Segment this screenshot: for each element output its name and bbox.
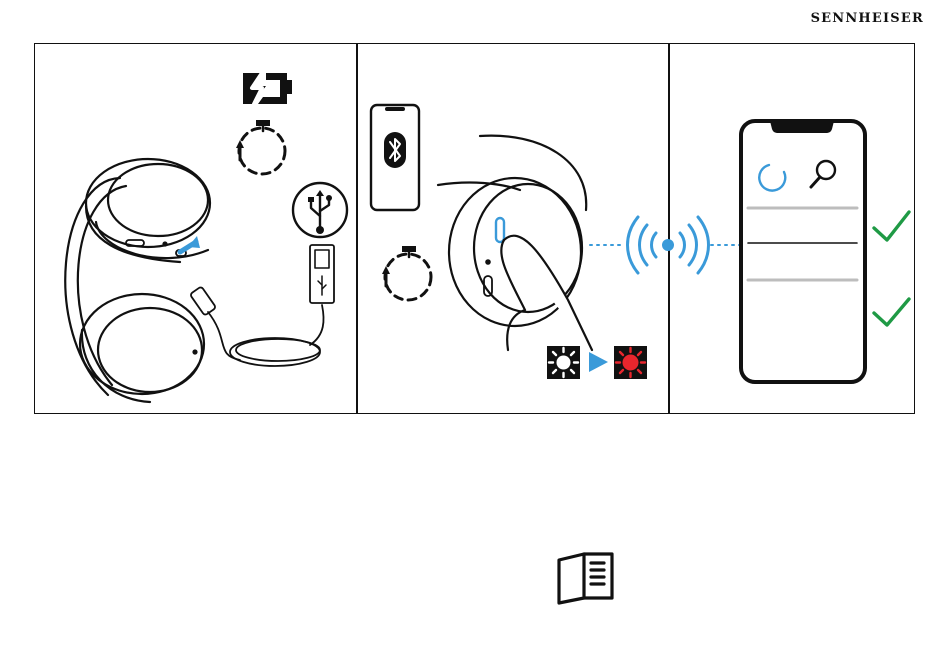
- led-red-icon: [614, 346, 647, 379]
- battery-charging-icon: [243, 70, 292, 104]
- usb-icon: [293, 183, 347, 237]
- arrow-right-icon: [589, 352, 608, 372]
- headphone-button-press: [438, 136, 592, 350]
- led-off-icon: [547, 346, 580, 379]
- bluetooth-signal-icon: [590, 217, 742, 273]
- check-icon-2: [874, 299, 909, 325]
- check-icon: [874, 212, 909, 240]
- headphones: [65, 159, 210, 402]
- manual-book-icon: [553, 548, 617, 608]
- loading-icon: [759, 165, 785, 191]
- timer-icon: [236, 120, 285, 174]
- usb-cable: [190, 245, 334, 366]
- search-icon: [811, 161, 835, 187]
- smartphone: [741, 121, 865, 382]
- timer-icon-2: [382, 246, 431, 300]
- phone-bluetooth-icon: [371, 105, 419, 210]
